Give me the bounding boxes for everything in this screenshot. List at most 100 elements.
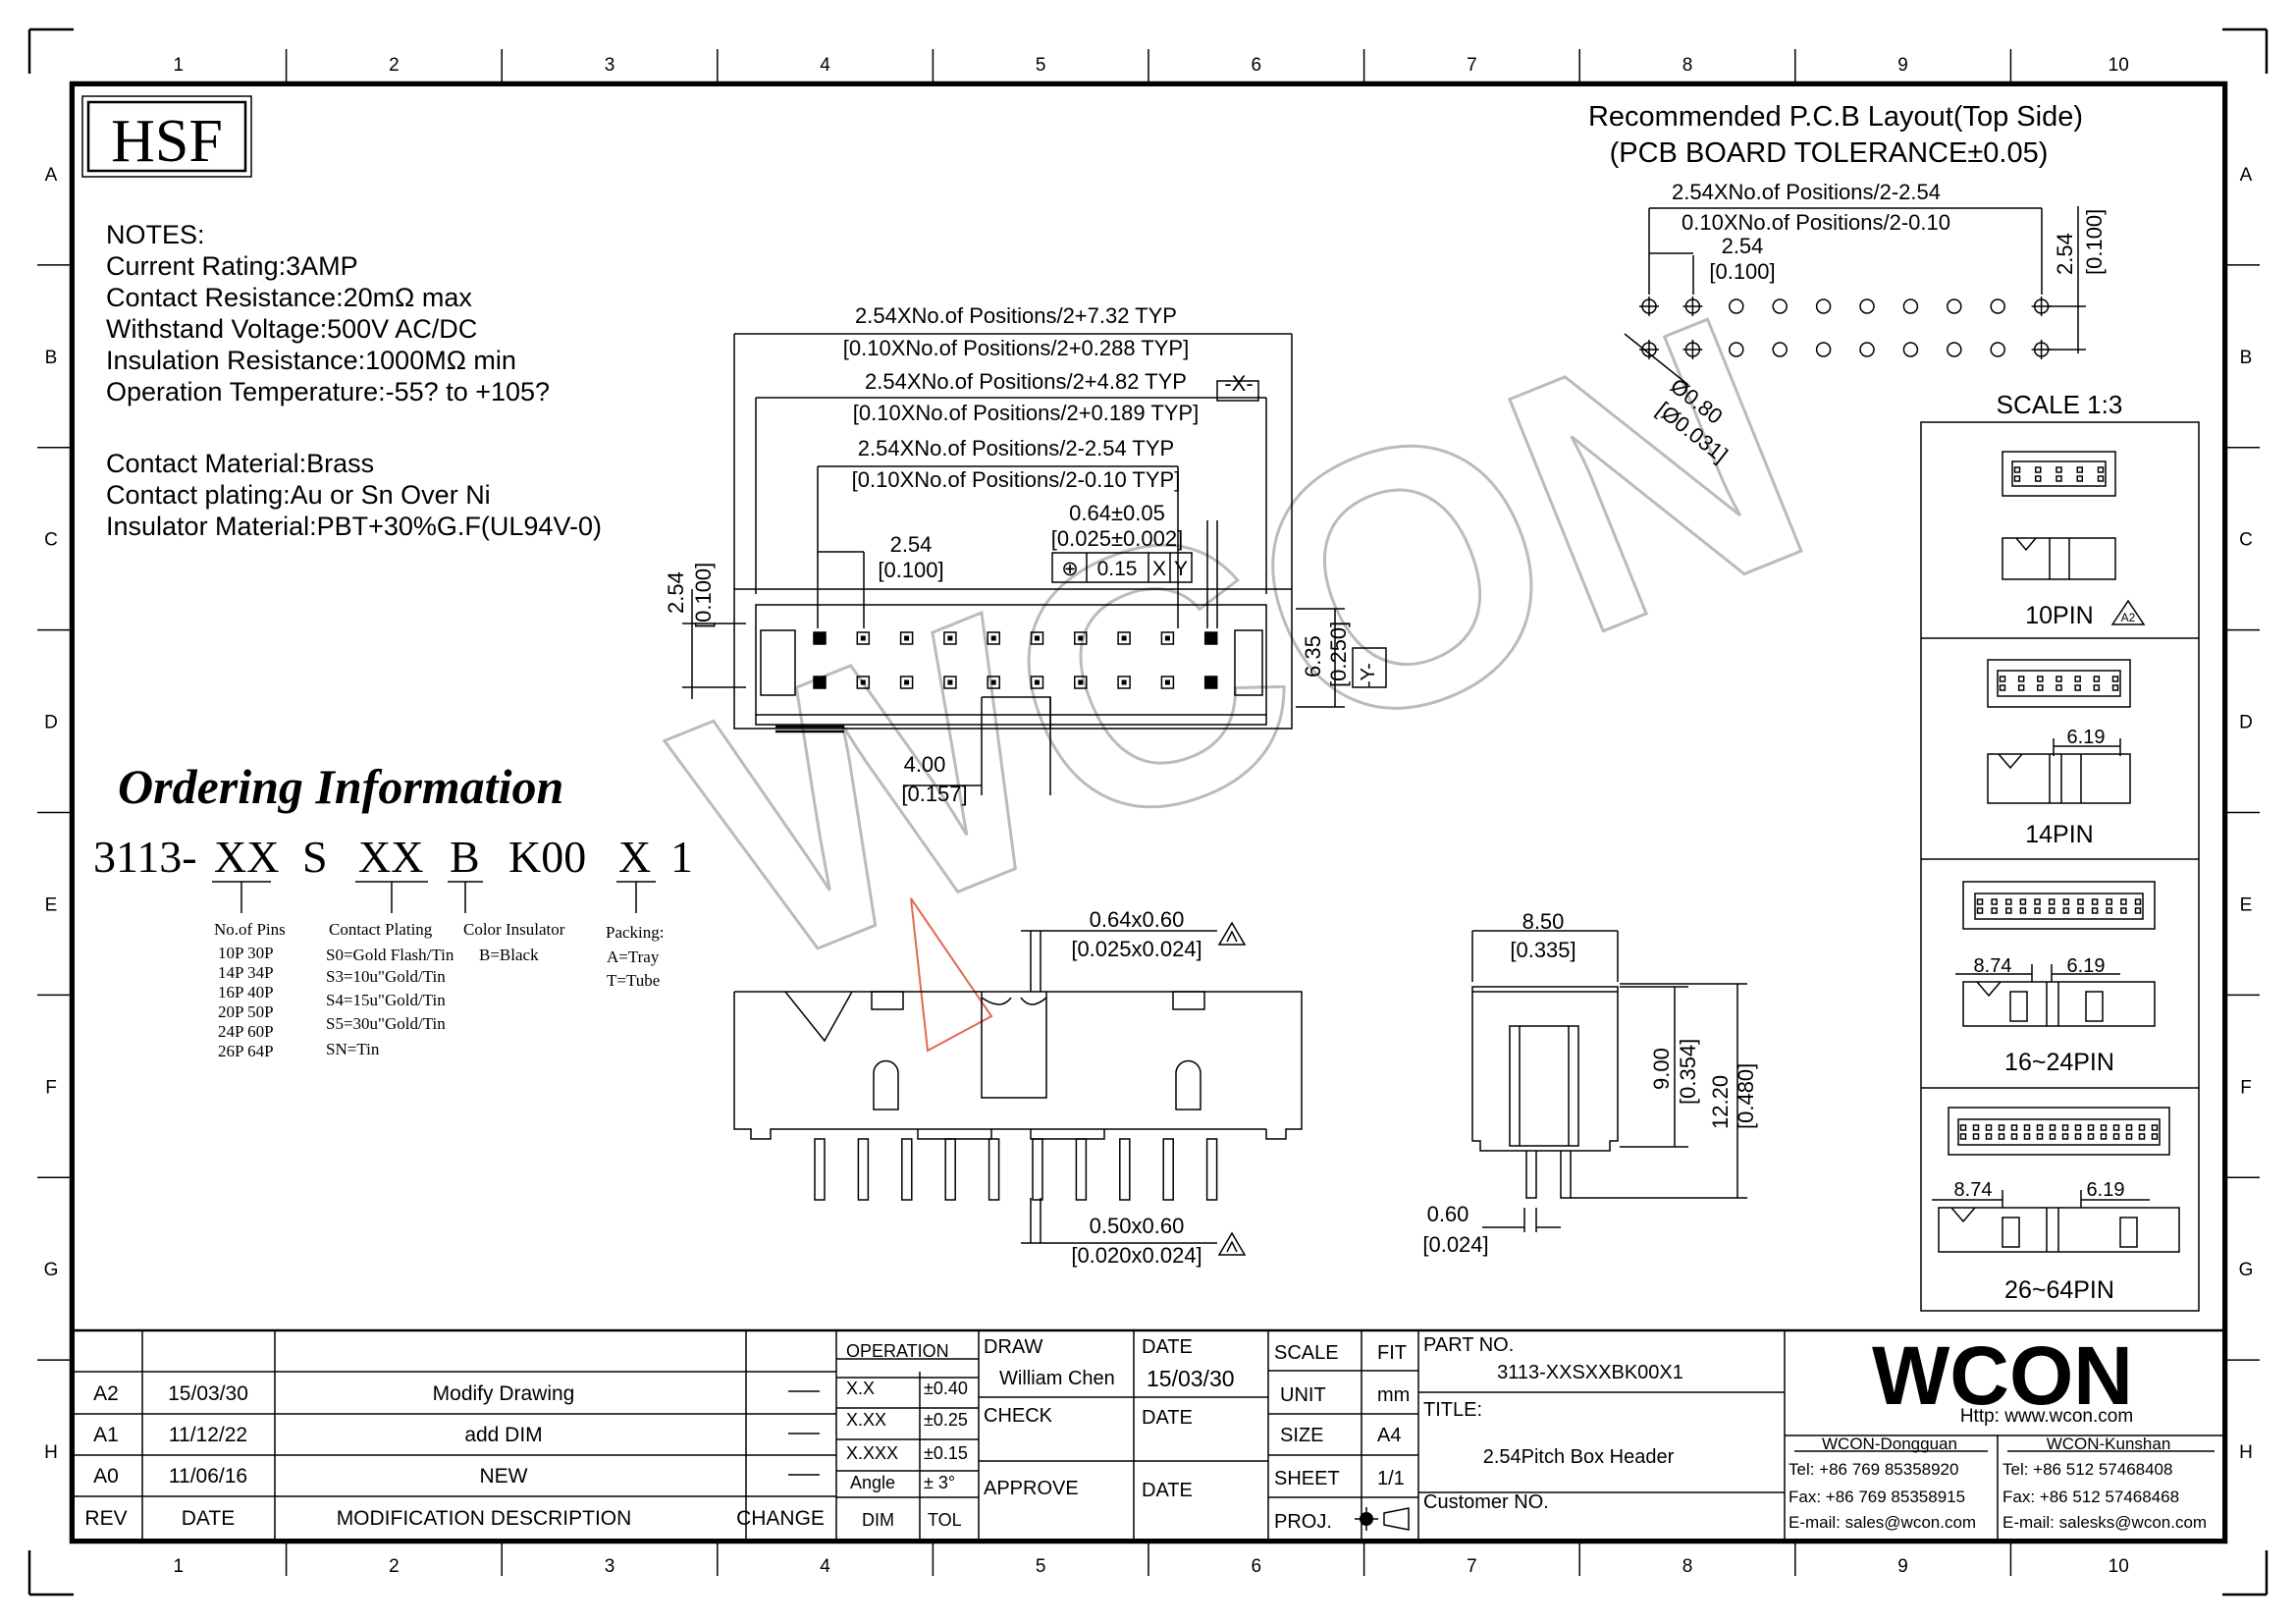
revision-triangle-icon bbox=[2110, 599, 2146, 625]
header-pin bbox=[899, 631, 914, 645]
sheet-value: 1/1 bbox=[1377, 1468, 1405, 1489]
scale-pin bbox=[2087, 1133, 2095, 1140]
scale-pin bbox=[2048, 907, 2056, 914]
scale-pin bbox=[1999, 684, 2006, 691]
notes-line: Insulation Resistance:1000MΩ min bbox=[106, 346, 516, 375]
header-pin bbox=[1160, 676, 1175, 689]
zone-column-label: 10 bbox=[2109, 1556, 2129, 1577]
scale-pin bbox=[2125, 1124, 2133, 1131]
header-pin-core bbox=[1121, 635, 1127, 641]
scale-pin bbox=[1959, 1124, 1967, 1131]
header-pin-core bbox=[1078, 635, 1084, 641]
header-pin bbox=[1074, 676, 1088, 689]
header-pin-tail bbox=[1205, 1138, 1218, 1201]
zone-row-label: A bbox=[45, 165, 58, 186]
scale-dim-874: 8.74 bbox=[1954, 1179, 1993, 1201]
header-pin-tail bbox=[814, 1138, 826, 1201]
dim-pin-section-top: 0.64x0.60 bbox=[1090, 907, 1185, 932]
pcb-layout: Recommended P.C.B Layout(Top Side) (PCB … bbox=[1588, 101, 2107, 467]
zone-column-label: 3 bbox=[605, 55, 615, 76]
scale-pin bbox=[2056, 475, 2062, 482]
scale-pin bbox=[2062, 907, 2070, 914]
pins-option: 10P 30P bbox=[218, 944, 274, 962]
pcb-hole bbox=[1990, 298, 2005, 314]
pcb-hole bbox=[1815, 342, 1832, 357]
pcb-hole bbox=[1947, 342, 1962, 357]
kunshan-email: E-mail: salesks@wcon.com bbox=[2002, 1513, 2207, 1532]
drawing-title: 2.54Pitch Box Header bbox=[1483, 1446, 1675, 1468]
color-label: Color Insulator bbox=[463, 920, 565, 939]
scale-pin bbox=[2151, 1133, 2159, 1140]
zone-column-label: 8 bbox=[1682, 55, 1693, 76]
zone-column-label: 9 bbox=[1897, 1556, 1908, 1577]
header-pin-tail bbox=[988, 1138, 1000, 1201]
rev-a1-desc: add DIM bbox=[464, 1424, 542, 1446]
scale-pin bbox=[2138, 1133, 2146, 1140]
scale-pin bbox=[2010, 1133, 2018, 1140]
hsf-logo: HSF bbox=[81, 95, 252, 178]
header-pin bbox=[1203, 676, 1218, 689]
header-pin-core bbox=[1035, 635, 1040, 641]
scale-pin bbox=[2037, 684, 2044, 691]
rev-a0-date: 11/06/16 bbox=[169, 1465, 247, 1488]
pcb-tolerance: (PCB BOARD TOLERANCE±0.05) bbox=[1610, 137, 2049, 169]
ordering-code-pins: XX bbox=[214, 832, 279, 882]
zone-row-label: F bbox=[45, 1077, 57, 1098]
header-pin bbox=[943, 631, 957, 645]
zone-row-label: E bbox=[2240, 894, 2253, 915]
zone-column-label: 1 bbox=[174, 55, 185, 76]
dim-depth: 8.50 bbox=[1522, 909, 1565, 934]
header-pin bbox=[1117, 631, 1131, 645]
company-website: Http: www.wcon.com bbox=[1960, 1406, 2133, 1427]
scale-pin bbox=[1985, 1124, 1993, 1131]
rev-a2-desc: Modify Drawing bbox=[433, 1382, 575, 1405]
draw-date-label: DATE bbox=[1142, 1336, 1193, 1358]
zone-column-label: 9 bbox=[1897, 55, 1908, 76]
zone-row-label: H bbox=[44, 1442, 58, 1463]
tol-label: TOL bbox=[928, 1510, 962, 1530]
dim-width: 6.35 bbox=[1301, 635, 1325, 677]
pcb-row-pitch: 2.54 bbox=[2053, 233, 2077, 275]
notes-line: Current Rating:3AMP bbox=[106, 251, 358, 281]
scale-label-10pin: 10PIN bbox=[2025, 602, 2093, 629]
operation-label: OPERATION bbox=[846, 1341, 949, 1361]
header-pin-tail bbox=[857, 1138, 870, 1201]
scale-pin bbox=[2019, 898, 2027, 905]
pcb-row-pitch-inch: [0.100] bbox=[2082, 209, 2107, 275]
title-label: TITLE: bbox=[1423, 1399, 1482, 1421]
customer-no-label: Customer NO. bbox=[1423, 1491, 1549, 1513]
zone-column-label: 2 bbox=[389, 1556, 400, 1577]
change-header: CHANGE bbox=[736, 1507, 825, 1530]
dim-pins-span: 2.54XNo.of Positions/2-2.54 TYP bbox=[858, 436, 1174, 460]
rev-a1-date: 11/12/22 bbox=[169, 1424, 247, 1446]
dim-key: 4.00 bbox=[904, 752, 946, 777]
tol-value: ± 3° bbox=[924, 1473, 955, 1492]
datum-ref-y: Y bbox=[1174, 558, 1188, 580]
header-pin bbox=[813, 631, 827, 645]
unit-label: UNIT bbox=[1280, 1384, 1326, 1406]
dim-pins-span-inch: [0.10XNo.of Positions/2-0.10 TYP] bbox=[852, 467, 1181, 492]
pcb-hole bbox=[1772, 298, 1788, 314]
scale-pin bbox=[2100, 1124, 2108, 1131]
dim-inner: 2.54XNo.of Positions/2+4.82 TYP bbox=[865, 369, 1187, 394]
scale-pin bbox=[2100, 1133, 2108, 1140]
tol-key: X.XX bbox=[846, 1410, 886, 1430]
revision-triangle-icon bbox=[1217, 1231, 1247, 1256]
rev-a0-desc: NEW bbox=[480, 1465, 528, 1488]
pcb-hole bbox=[1902, 298, 1919, 314]
pcb-pitch-inch: [0.100] bbox=[1709, 259, 1775, 284]
dim-overall: 2.54XNo.of Positions/2+7.32 TYP bbox=[855, 303, 1177, 328]
packing-label: Packing: bbox=[606, 923, 665, 942]
scale-dim-619: 6.19 bbox=[2067, 955, 2106, 977]
date-header: DATE bbox=[182, 1507, 235, 1530]
header-pin-tail bbox=[1162, 1138, 1174, 1201]
scale-pin bbox=[2017, 684, 2025, 691]
header-pin bbox=[943, 676, 957, 689]
ordering-code-packing: X bbox=[618, 832, 651, 882]
header-pin bbox=[856, 676, 871, 689]
header-pin bbox=[1074, 631, 1088, 645]
approve-label: APPROVE bbox=[984, 1478, 1079, 1499]
header-pin-core bbox=[1078, 679, 1084, 685]
scale-pin bbox=[1976, 898, 1984, 905]
datum-x: -X- bbox=[1224, 371, 1253, 396]
